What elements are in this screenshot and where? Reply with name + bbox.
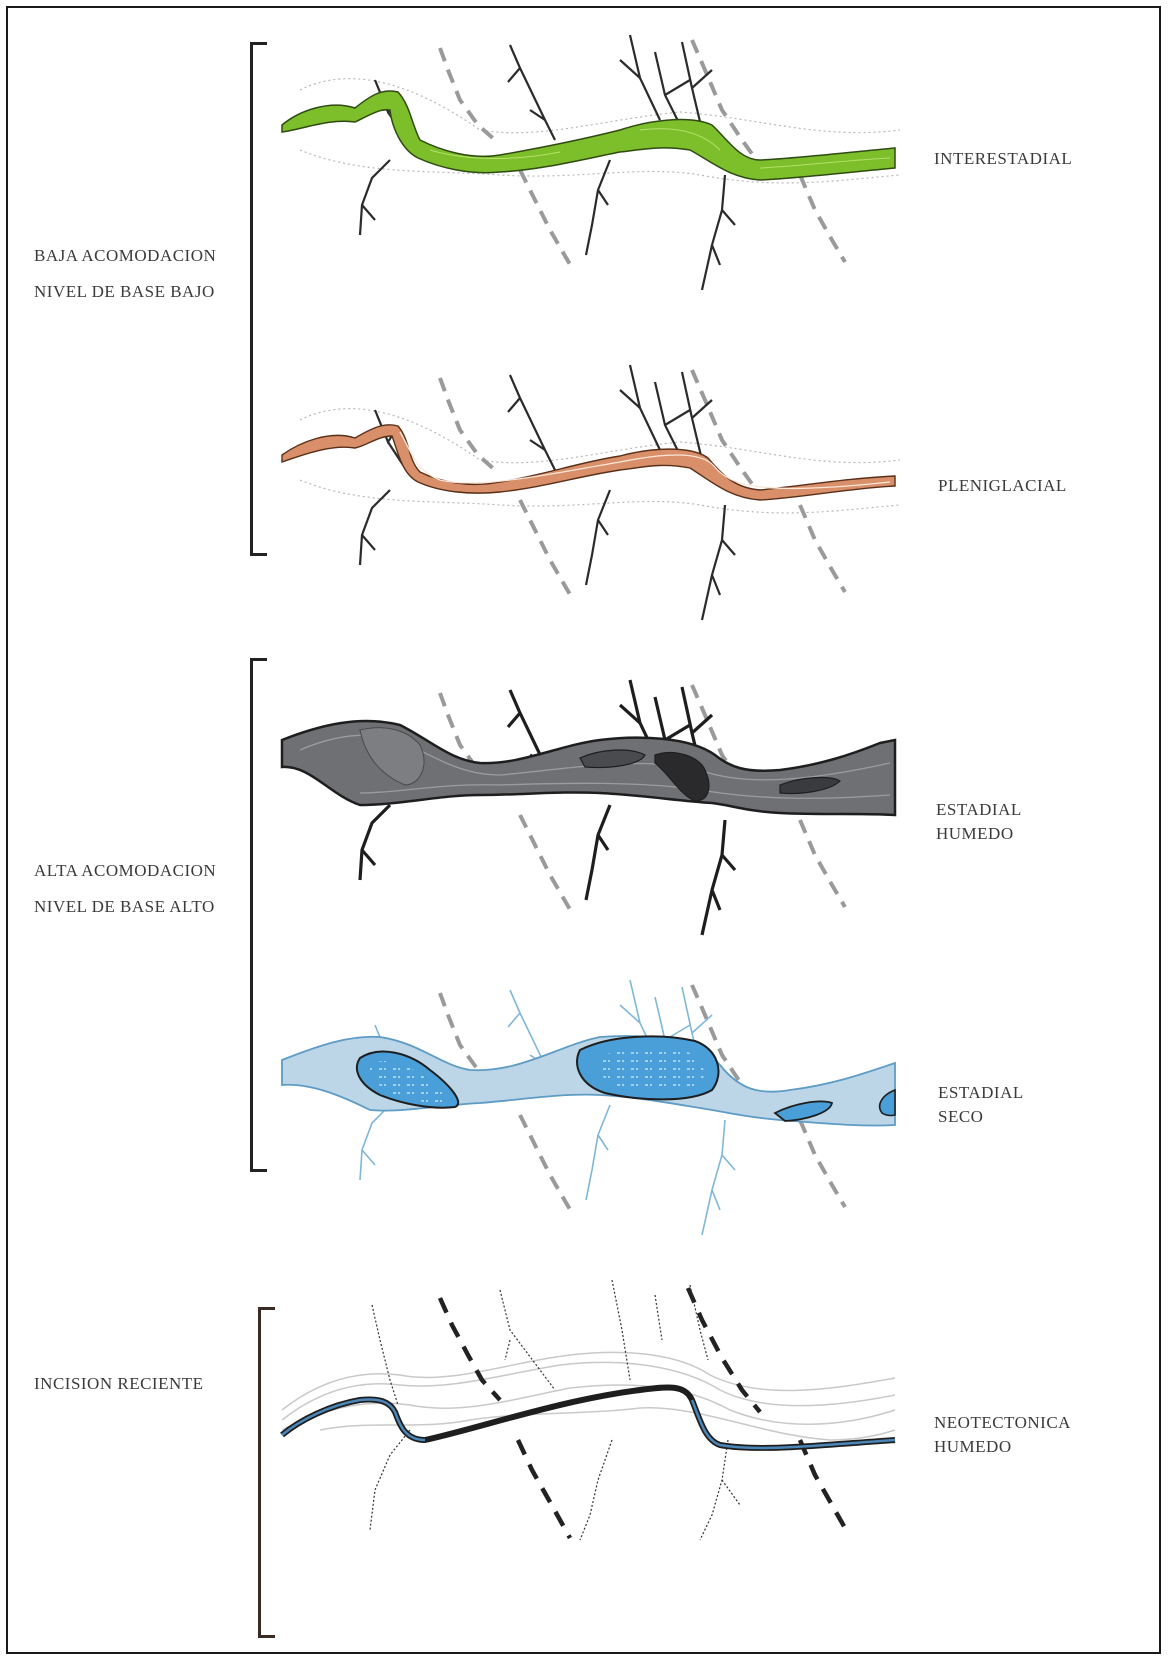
panel-neotectonica (282, 1280, 895, 1540)
interestadial-channel (282, 91, 895, 180)
neotectonica-channel (282, 1387, 895, 1448)
panel-estadial-seco (282, 980, 895, 1235)
panel-estadial-humedo (282, 680, 895, 935)
panel-pleniglacial (282, 365, 900, 620)
panel-interestadial (282, 35, 900, 290)
